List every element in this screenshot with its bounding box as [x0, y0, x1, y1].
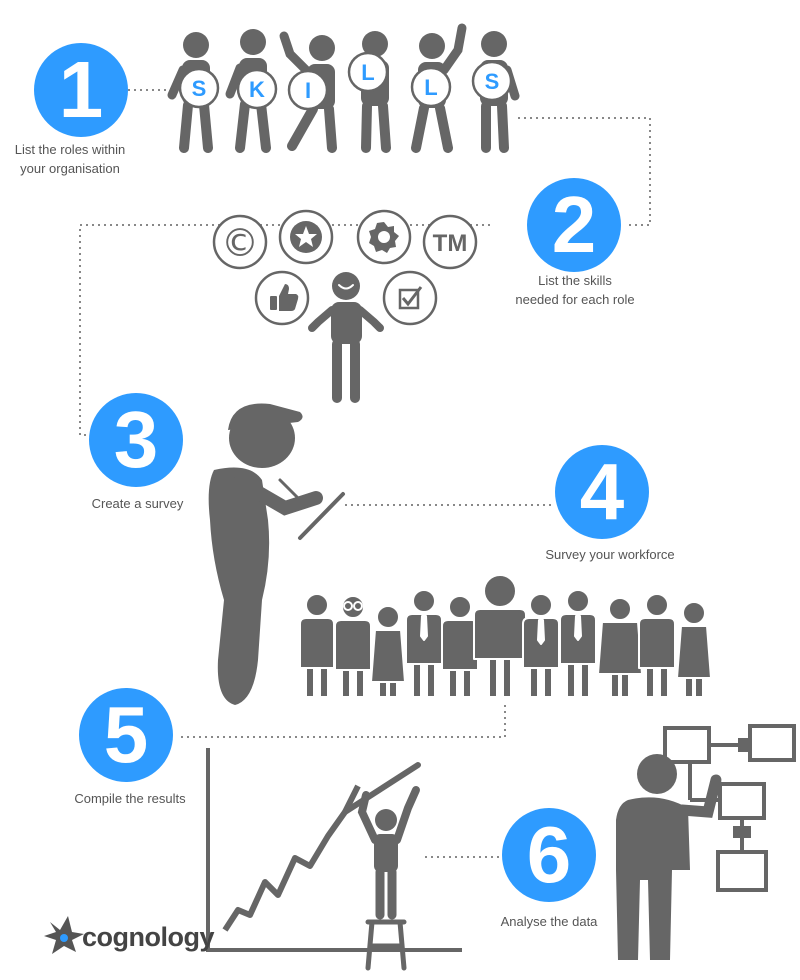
workforce-person-8 — [559, 589, 597, 698]
workforce-person-11 — [676, 601, 712, 698]
workforce-crowd — [299, 574, 712, 698]
letter-placard-2 — [236, 68, 278, 110]
analyst-figure — [616, 754, 722, 960]
step-5-label-line-1: Compile the results — [74, 791, 186, 806]
step-3-label: Create a survey — [70, 494, 205, 513]
letter-placard-1 — [178, 67, 220, 109]
skills-letter-3: I — [305, 78, 311, 103]
letter-placard-4 — [347, 51, 389, 93]
step-4-number-circle: 4 — [555, 445, 649, 539]
workforce-person-2 — [334, 595, 372, 698]
skills-letter-2: K — [249, 77, 265, 102]
cognology-logo-icon — [44, 916, 84, 954]
skills-letter-5: L — [424, 75, 437, 100]
checkbox-icon-bubble — [382, 270, 438, 326]
workforce-person-6 — [473, 574, 527, 698]
skills-thinker-figure — [308, 272, 384, 403]
chart-pointer-line — [342, 762, 421, 815]
skills-letter-4: L — [361, 60, 374, 85]
trademark-icon: TM — [433, 230, 468, 257]
step-1-label-line-1: List the roles within — [14, 142, 126, 157]
step-3-label-line-1: Create a survey — [91, 496, 184, 511]
step-2-label-line-2: needed for each role — [515, 292, 635, 307]
step-6-label: Analyse the data — [487, 912, 611, 931]
award-badge-icon — [369, 222, 399, 253]
step-3-number-circle: 3 — [89, 393, 183, 487]
flowchart-diagram — [663, 724, 796, 892]
step-4-number: 4 — [579, 447, 625, 536]
trademark-icon-bubble — [422, 214, 478, 270]
step-1-label: List the roles within your organisation — [0, 140, 140, 178]
connector-1-2 — [518, 117, 651, 226]
step-6-label-line-1: Analyse the data — [500, 914, 598, 929]
copyright-icon: © — [221, 221, 259, 265]
workforce-person-7 — [522, 593, 560, 698]
workforce-person-1 — [299, 593, 335, 698]
copyright-icon-bubble — [212, 214, 268, 270]
step-2-number: 2 — [551, 180, 597, 269]
workforce-person-9 — [597, 597, 643, 698]
step-4-label: Survey your workforce — [525, 545, 695, 564]
stepladder — [365, 919, 407, 971]
letter-placard-5 — [410, 66, 452, 108]
step-1-number-circle: 1 — [34, 43, 128, 137]
skills-letter-placards: S K I L L S — [178, 51, 513, 111]
step-6-number-circle: 6 — [502, 808, 596, 902]
chart-climber-figure — [357, 786, 420, 920]
workforce-person-10 — [638, 593, 676, 698]
letter-placard-3 — [287, 69, 329, 111]
step-4-label-line-1: Survey your workforce — [545, 547, 675, 562]
workforce-person-5 — [441, 595, 479, 698]
skills-letter-6: S — [485, 69, 500, 94]
letter-placard-6 — [471, 60, 513, 102]
step-5-number: 5 — [103, 690, 149, 779]
skills-letter-1: S — [192, 76, 207, 101]
step-2-label-line-1: List the skills — [538, 273, 612, 288]
step-5-number-circle: 5 — [79, 688, 173, 782]
step-1-number: 1 — [58, 45, 104, 134]
step-3-number: 3 — [113, 395, 159, 484]
cognology-logo-text: cognology — [82, 922, 215, 952]
survey-creator-figure — [208, 403, 345, 705]
step-2-number-circle: 2 — [527, 178, 621, 272]
checkbox-icon — [398, 286, 423, 310]
results-chart-illustration — [206, 748, 462, 971]
workforce-person-3 — [370, 605, 406, 698]
workforce-person-4 — [405, 589, 443, 698]
thumbs-up-icon — [270, 284, 299, 311]
chart-trend-line — [222, 784, 361, 932]
skills-group-figures — [167, 23, 520, 153]
data-analyst-illustration — [616, 724, 796, 960]
skill-bubble-icons: © TM — [221, 221, 467, 311]
step-2-label: List the skills needed for each role — [490, 271, 660, 309]
step-5-label: Compile the results — [55, 789, 205, 808]
step-1-label-line-2: your organisation — [20, 161, 120, 176]
connector-4-5 — [178, 705, 506, 738]
star-icon — [290, 221, 322, 253]
step-6-number: 6 — [526, 810, 572, 899]
